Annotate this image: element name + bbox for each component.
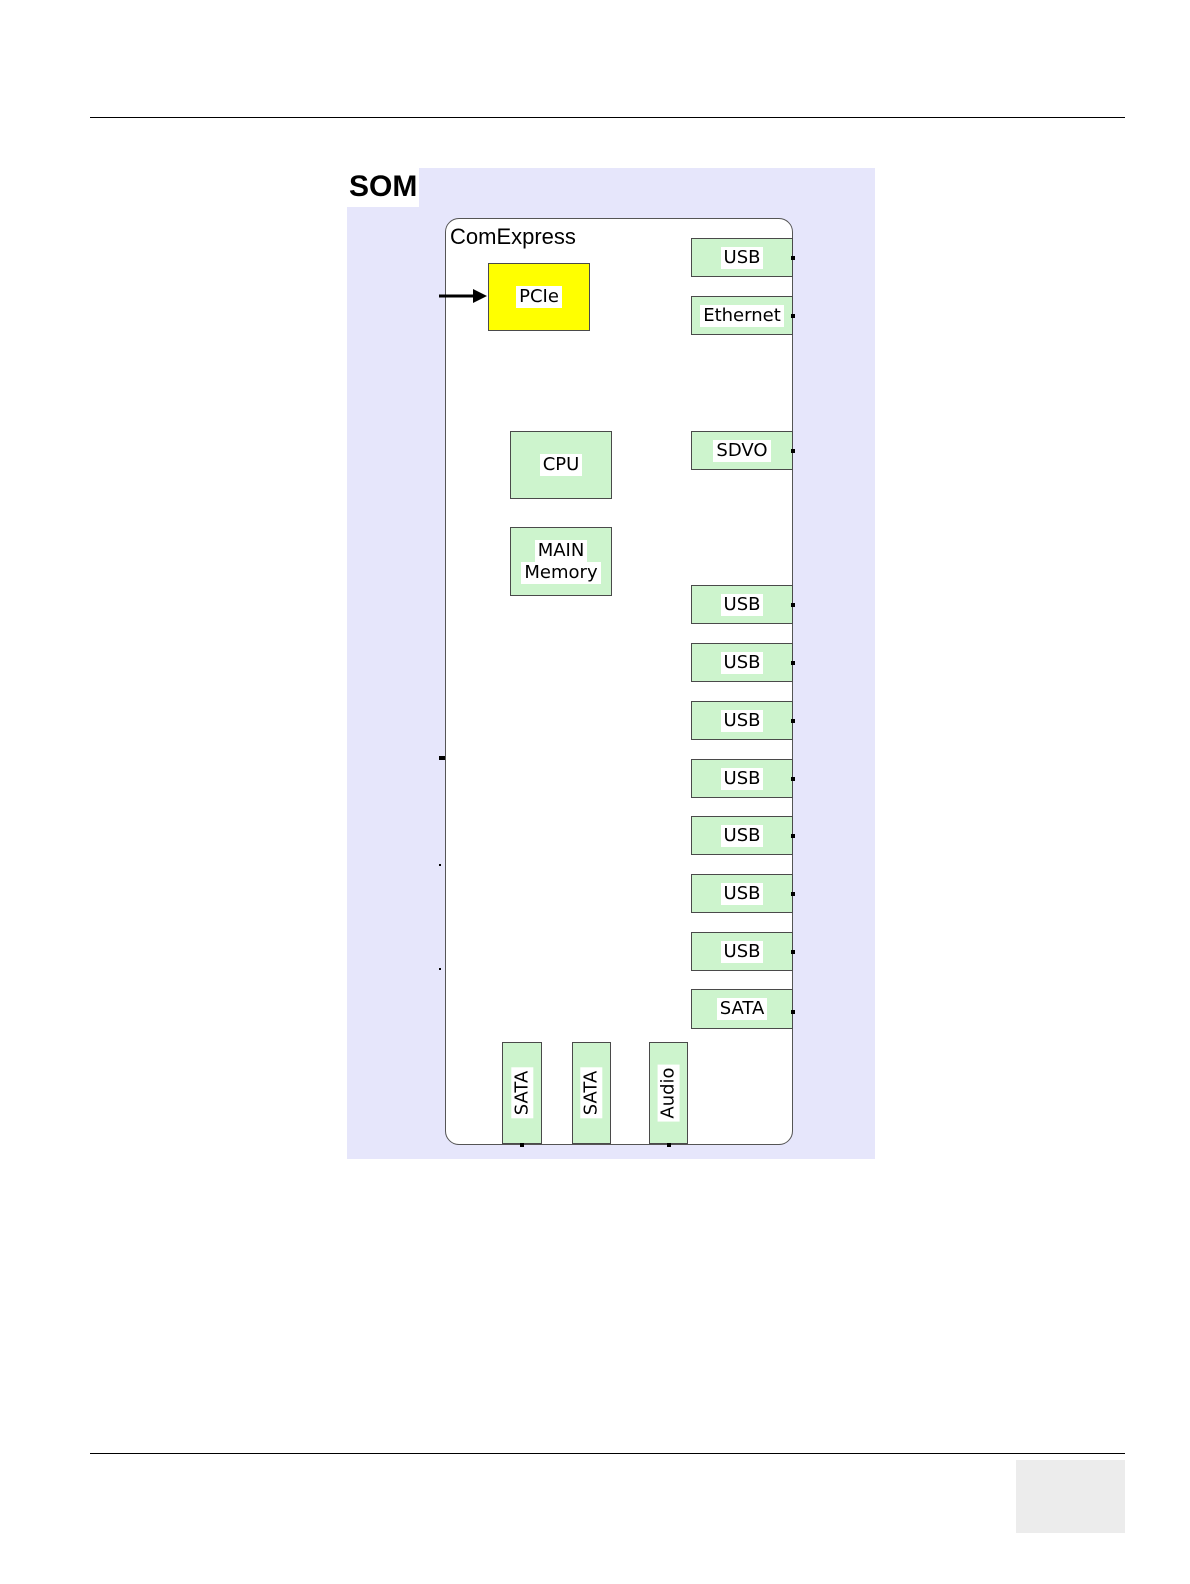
port-label: USB [721,652,764,674]
main-memory-block: MAIN Memory [510,527,612,596]
connector-dot [520,1143,524,1147]
board-left-mark [439,968,441,970]
port-label: USB [721,247,764,269]
connector-dot [791,1010,795,1014]
connector-dot [791,834,795,838]
port-sata-vertical: SATA [502,1042,542,1144]
port-label: SATA [717,998,768,1020]
footer-rule [90,1453,1125,1454]
port-label: USB [721,710,764,732]
port-label: SATA [511,1068,533,1119]
port-sdvo: SDVO [691,431,793,470]
connector-dot [791,892,795,896]
page-number-tab [1016,1460,1125,1533]
memory-label-line1: MAIN [535,540,588,562]
board-label: ComExpress [450,224,576,250]
port-label: USB [721,825,764,847]
header-rule [90,117,1125,118]
port-sata-vertical: SATA [572,1042,611,1144]
som-block-diagram: SOM ComExpress PCIe CPU MAIN Memory USB … [347,168,875,1159]
port-label: SDVO [713,440,770,462]
port-label: USB [721,594,764,616]
port-label: USB [721,883,764,905]
port-usb: USB [691,585,793,624]
connector-dot [791,661,795,665]
port-usb: USB [691,701,793,740]
pcie-label: PCIe [516,286,562,308]
port-ethernet: Ethernet [691,296,793,335]
port-label: Ethernet [700,305,784,327]
connector-dot [667,1143,671,1147]
port-usb: USB [691,874,793,913]
connector-dot [791,449,795,453]
board-left-tick [439,756,445,760]
port-usb: USB [691,238,793,277]
port-label: Audio [658,1064,680,1121]
port-label: USB [721,941,764,963]
port-usb: USB [691,643,793,682]
connector-dot [791,719,795,723]
connector-dot [791,777,795,781]
connector-dot [791,603,795,607]
connector-dot [791,314,795,318]
pcie-input-arrow [437,286,489,306]
port-usb: USB [691,759,793,798]
cpu-label: CPU [540,454,583,476]
memory-label-line2: Memory [521,562,600,584]
pcie-block: PCIe [488,263,590,331]
port-audio-vertical: Audio [649,1042,688,1144]
cpu-block: CPU [510,431,612,499]
board-left-mark [439,864,441,866]
connector-dot [791,950,795,954]
diagram-title: SOM [347,168,419,207]
connector-dot [791,256,795,260]
port-usb: USB [691,932,793,971]
port-sata: SATA [691,989,793,1029]
port-label: SATA [581,1068,603,1119]
port-label: USB [721,768,764,790]
port-usb: USB [691,816,793,855]
